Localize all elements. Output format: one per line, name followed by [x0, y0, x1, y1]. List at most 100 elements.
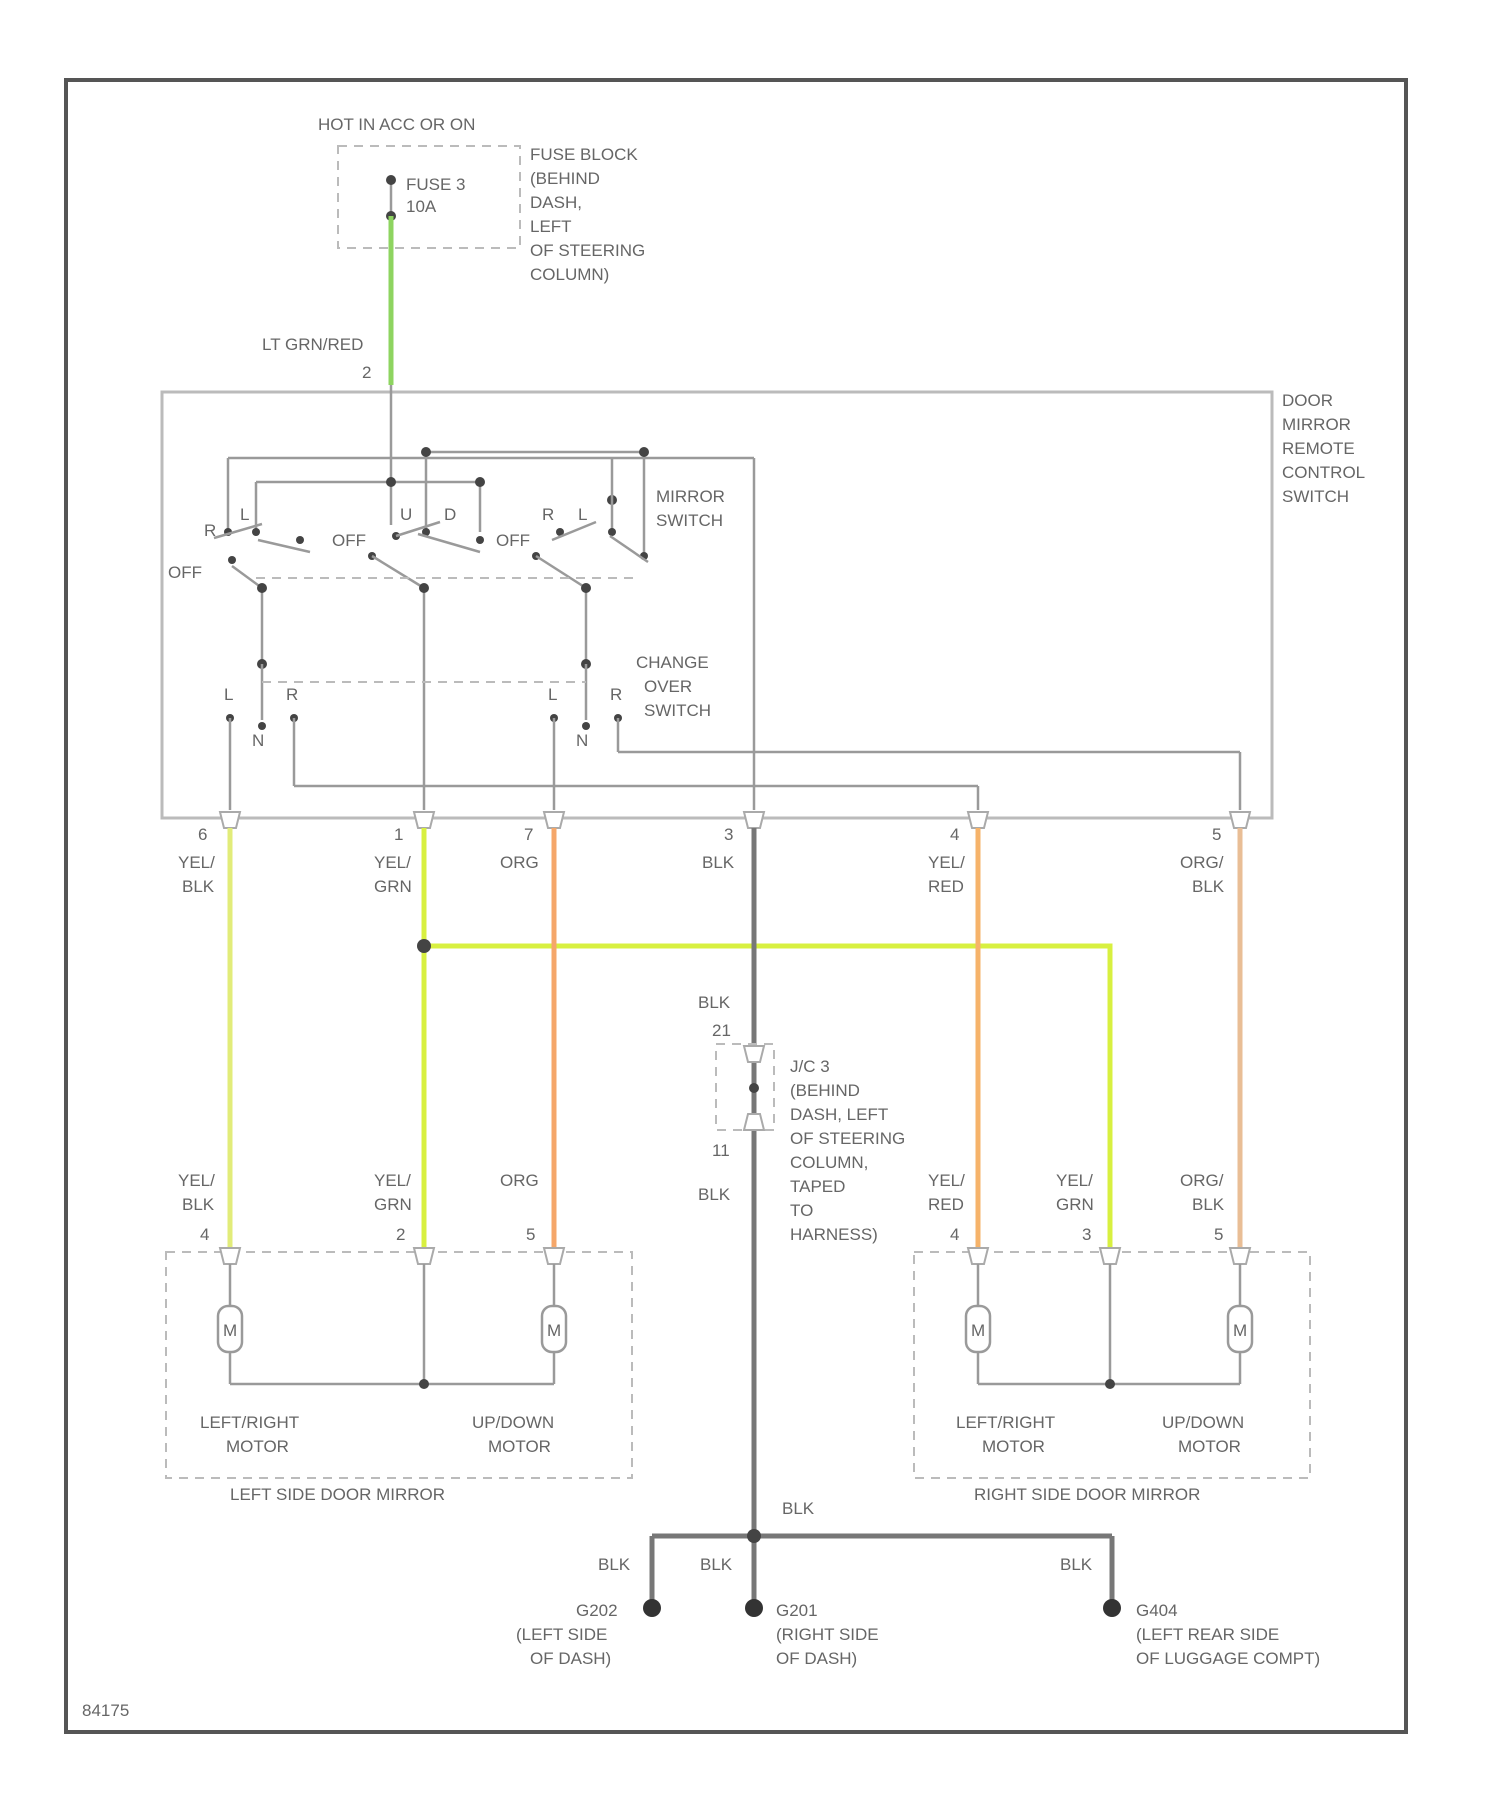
svg-text:OVER: OVER [644, 677, 692, 696]
right-ud-motor: M [1228, 1306, 1252, 1352]
svg-text:LEFT: LEFT [530, 217, 572, 236]
svg-text:DASH, LEFT: DASH, LEFT [790, 1105, 888, 1124]
wire-label-blk-top: BLK [702, 853, 735, 872]
switch-pin-7: 7 [524, 825, 533, 844]
changeover-switch-label: CHANGE OVER SWITCH [636, 653, 711, 720]
switch-pin-6: 6 [198, 825, 207, 844]
right-mirror-pin-3: 3 [1082, 1225, 1091, 1244]
switch-connectors [220, 812, 1250, 828]
svg-text:DOOR: DOOR [1282, 391, 1333, 410]
right-mirror-wiring [978, 1264, 1240, 1389]
svg-text:M: M [547, 1321, 561, 1340]
right-mirror-pin-5: 5 [1214, 1225, 1223, 1244]
svg-text:M: M [971, 1321, 985, 1340]
wire-label-org-blk-top: ORG/BLK [1180, 853, 1225, 896]
wire-label-blk-jc-bottom: BLK [698, 1185, 731, 1204]
sw-off-label-1: OFF [168, 563, 202, 582]
left-mirror-pin-2: 2 [396, 1225, 405, 1244]
sw-d-label-2: D [444, 505, 456, 524]
svg-text:M: M [223, 1321, 237, 1340]
svg-text:REMOTE: REMOTE [1282, 439, 1355, 458]
left-ud-motor: M [542, 1306, 566, 1352]
mirror-switch-contacts [214, 522, 648, 588]
svg-text:J/C 3: J/C 3 [790, 1057, 830, 1076]
svg-text:COLUMN): COLUMN) [530, 265, 609, 284]
wire-label-yel-grn-right-bottom: YEL/GRN [1056, 1171, 1094, 1214]
right-mirror-box [914, 1252, 1310, 1478]
co-n-label-2: N [576, 731, 588, 750]
switch-drops [257, 583, 591, 810]
left-mirror-pin-4: 4 [200, 1225, 209, 1244]
co-r-label-2: R [610, 685, 622, 704]
wire-label-yel-blk-top: YEL/BLK [178, 853, 215, 896]
ground-g201 [745, 1599, 763, 1617]
sw-r-label-1: R [204, 521, 216, 540]
svg-text:FUSE BLOCK: FUSE BLOCK [530, 145, 638, 164]
left-mirror-wiring [230, 1264, 554, 1389]
sw-off-label-2: OFF [332, 531, 366, 550]
svg-text:SWITCH: SWITCH [644, 701, 711, 720]
co-r-label-1: R [286, 685, 298, 704]
svg-text:CHANGE: CHANGE [636, 653, 709, 672]
wire-label-yel-grn-left-bottom: YEL/GRN [374, 1171, 412, 1214]
right-lr-motor: M [966, 1306, 990, 1352]
svg-text:CONTROL: CONTROL [1282, 463, 1365, 482]
wire-label-yel-blk-bottom: YEL/BLK [178, 1171, 215, 1214]
wire-yel-grn-cross [424, 946, 1110, 1248]
wire-label-blk-jc-top: BLK [698, 993, 731, 1012]
ground-wire-label-right: BLK [1060, 1555, 1093, 1574]
switch-pin-3: 3 [724, 825, 733, 844]
remote-control-switch-box [162, 392, 1272, 818]
switch-pin-1: 1 [394, 825, 403, 844]
svg-text:MIRROR: MIRROR [1282, 415, 1351, 434]
switch-pin-4: 4 [950, 825, 959, 844]
wire-label-org-top: ORG [500, 853, 539, 872]
left-mirror-label: LEFT SIDE DOOR MIRROR [230, 1485, 445, 1504]
wire-label-yel-red-bottom: YEL/RED [928, 1171, 965, 1214]
svg-text:MIRROR: MIRROR [656, 487, 725, 506]
power-source-label: HOT IN ACC OR ON [318, 115, 475, 134]
switch-pin-5: 5 [1212, 825, 1221, 844]
fuse-name-label: FUSE 3 [406, 175, 466, 194]
splice-yel-grn [417, 939, 431, 953]
sw-r-label-3: R [542, 505, 554, 524]
ground-wire-label-left: BLK [598, 1555, 631, 1574]
junction-box [716, 1044, 774, 1130]
feed-wire-label: LT GRN/RED [262, 335, 363, 354]
left-lr-motor: M [218, 1306, 242, 1352]
sw-u-label-2: U [400, 505, 412, 524]
svg-text:(BEHIND: (BEHIND [530, 169, 600, 188]
left-mirror-connectors [220, 1248, 564, 1264]
svg-text:SWITCH: SWITCH [1282, 487, 1349, 506]
right-mirror-label: RIGHT SIDE DOOR MIRROR [974, 1485, 1200, 1504]
svg-text:COLUMN,: COLUMN, [790, 1153, 868, 1172]
co-l-label-2: L [548, 685, 557, 704]
right-mirror-connectors [968, 1248, 1250, 1264]
svg-text:HARNESS): HARNESS) [790, 1225, 878, 1244]
junction-connector [744, 1046, 764, 1130]
right-lr-motor-label: LEFT/RIGHTMOTOR [956, 1413, 1055, 1456]
svg-text:(BEHIND: (BEHIND [790, 1081, 860, 1100]
sw-off-label-3: OFF [496, 531, 530, 550]
changeover-switch [226, 659, 1240, 810]
ground-g404 [1103, 1599, 1121, 1617]
fuse-block-label: FUSE BLOCK (BEHIND DASH, LEFT OF STEERIN… [530, 145, 645, 284]
figure-id: 84175 [82, 1701, 129, 1720]
sw-l-label-1: L [240, 505, 249, 524]
mirror-switch-label: MIRROR SWITCH [656, 487, 725, 530]
svg-text:TAPED: TAPED [790, 1177, 845, 1196]
svg-text:TO: TO [790, 1201, 813, 1220]
wire-label-org-blk-bottom: ORG/BLK [1180, 1171, 1225, 1214]
left-mirror-pin-5: 5 [526, 1225, 535, 1244]
fuse-rating-label: 10A [406, 197, 437, 216]
g404-label: G404(LEFT REAR SIDEOF LUGGAGE COMPT) [1136, 1601, 1320, 1668]
svg-text:OF STEERING: OF STEERING [530, 241, 645, 260]
svg-text:M: M [1233, 1321, 1247, 1340]
feed-pin-label: 2 [362, 363, 371, 382]
